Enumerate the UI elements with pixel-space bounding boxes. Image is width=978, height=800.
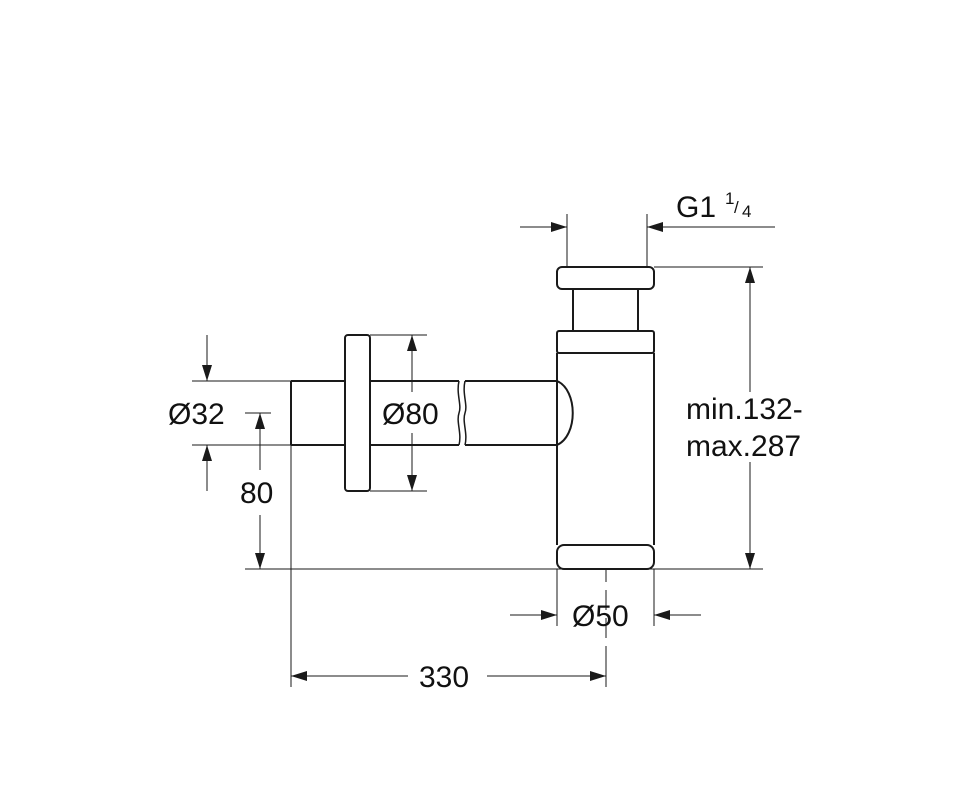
label-thread-main: G1 (676, 191, 716, 224)
label-height-range-min: min.132- (686, 393, 803, 426)
dim-330-arrow-right (590, 671, 606, 681)
outlet-pipe-right (465, 380, 557, 446)
label-length-330: 330 (419, 661, 469, 694)
upper-ring (556, 330, 655, 354)
label-thread-slash: / (734, 198, 739, 217)
dim-pipe-upper-arrow-head (202, 365, 212, 381)
dim-height-arrow-top (745, 267, 755, 283)
bottom-cap (556, 544, 655, 570)
dim-330-arrow-left (291, 671, 307, 681)
dimension-labels: Ø32 80 Ø80 Ø50 330 min.132- max.287 G1 1… (168, 189, 803, 694)
dim-body-arrow-right (654, 610, 670, 620)
dim-80-arrow-top (255, 413, 265, 429)
dim-80-arrow-bottom (255, 553, 265, 569)
dim-thread-arrow-right (647, 222, 663, 232)
label-rosette-diameter: Ø80 (382, 398, 439, 431)
label-thread-denominator: 4 (742, 202, 751, 221)
pipe-break-left (457, 380, 461, 446)
label-pipe-diameter: Ø32 (168, 398, 225, 431)
top-cap (556, 266, 655, 290)
dim-height-arrow-bottom (745, 553, 755, 569)
trap-outline (290, 266, 655, 570)
label-body-diameter: Ø50 (572, 600, 629, 633)
dimension-lines (192, 214, 775, 687)
dim-pipe-lower-arrow-head (202, 445, 212, 461)
dim-thread-arrow-left (551, 222, 567, 232)
outlet-pipe-left (290, 380, 345, 446)
label-thread-size: G1 1 / 4 (676, 189, 751, 224)
dim-rosette-arrow-top (407, 335, 417, 351)
dim-rosette-arrow-bottom (407, 475, 417, 491)
trap-body (556, 353, 655, 545)
trap-neck (572, 288, 639, 332)
outlet-pipe-mid (370, 380, 459, 446)
pipe-break-right (463, 380, 467, 446)
wall-rosette (344, 334, 371, 492)
dim-body-arrow-left (541, 610, 557, 620)
label-height-80: 80 (240, 477, 273, 510)
pipe-elbow (556, 380, 574, 446)
label-thread-numerator: 1 (725, 189, 734, 208)
label-height-range-max: max.287 (686, 430, 801, 463)
